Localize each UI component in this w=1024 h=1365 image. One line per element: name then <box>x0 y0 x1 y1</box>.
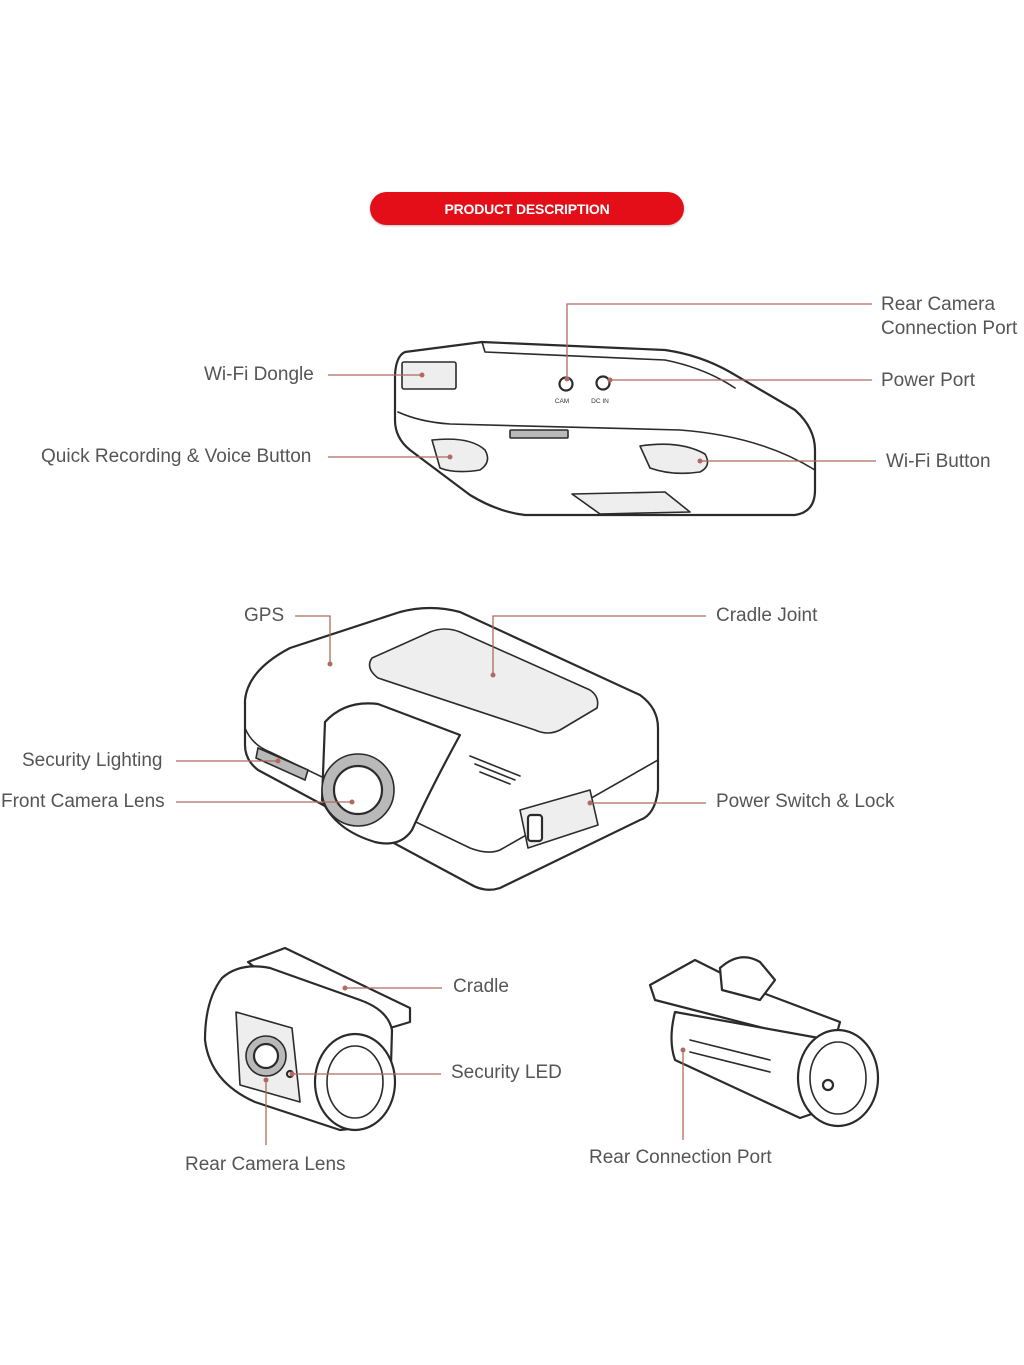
leader-gps <box>295 615 331 664</box>
label-wifi-button: Wi-Fi Button <box>886 451 991 472</box>
bottom-face-edge <box>397 411 816 471</box>
label-rear-camera-connection-port: Rear Camera Connection Port <box>881 294 1018 339</box>
rear-connection-port-shape <box>821 1078 835 1092</box>
label-gps: GPS <box>244 605 285 626</box>
cradle-joint-plate <box>368 628 599 734</box>
dc-in-port-marking: DC IN <box>591 398 609 405</box>
front-lens-glass <box>332 764 384 816</box>
label-wifi-dongle: Wi-Fi Dongle <box>204 364 314 385</box>
main-unit-top-view <box>243 606 660 891</box>
main-unit-bottom-view: CAM DC IN <box>393 340 817 517</box>
label-security-led: Security LED <box>451 1062 562 1083</box>
label-rear-connection-port: Rear Connection Port <box>589 1147 772 1168</box>
label-security-lighting: Security Lighting <box>22 750 163 771</box>
quick-recording-button-shape <box>431 438 489 473</box>
rear-back-grooves <box>689 1039 771 1073</box>
label-cradle-joint: Cradle Joint <box>716 605 818 626</box>
label-power-port: Power Port <box>881 370 975 391</box>
rear-camera-back-view <box>648 956 880 1128</box>
security-lighting-strip <box>255 746 309 782</box>
power-switch-knob <box>526 813 544 843</box>
top-rim <box>481 341 736 389</box>
cam-port-marking: CAM <box>555 398 569 405</box>
label-power-switch-lock: Power Switch & Lock <box>716 791 895 812</box>
rear-lens-glass <box>252 1042 280 1070</box>
top-vents <box>469 755 521 785</box>
label-quick-recording-voice-button: Quick Recording & Voice Button <box>41 446 312 467</box>
banner-title: PRODUCT DESCRIPTION <box>444 200 610 217</box>
rear-back-end-inner <box>809 1041 867 1115</box>
rear-camera-front-view <box>203 946 412 1132</box>
bottom-vent <box>509 429 569 439</box>
wifi-button-shape <box>639 443 709 475</box>
leader-rear-camera-connection-port <box>566 303 872 378</box>
label-cradle: Cradle <box>453 976 509 997</box>
section-banner: PRODUCT DESCRIPTION <box>370 192 684 225</box>
rear-back-cradle-top <box>718 956 777 1002</box>
label-front-camera-lens: Front Camera Lens <box>1 791 165 812</box>
leader-cradle-joint <box>492 615 706 675</box>
dc-in-port-shape <box>595 375 611 391</box>
bottom-plate <box>571 491 691 515</box>
rear-end-cap-inner <box>326 1045 384 1119</box>
leader-lines <box>176 303 876 1145</box>
label-rear-camera-lens: Rear Camera Lens <box>185 1154 346 1175</box>
side-edge <box>244 727 659 853</box>
